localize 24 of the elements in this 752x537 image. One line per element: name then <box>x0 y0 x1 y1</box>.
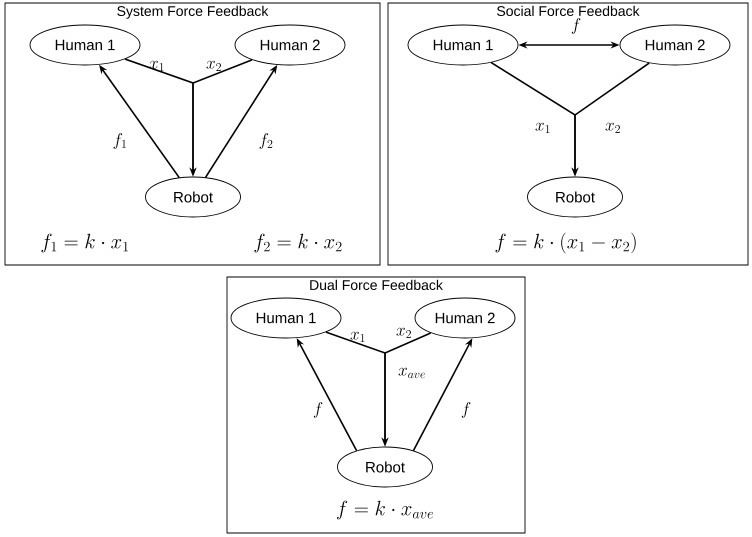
edge-label: $f$ <box>462 402 470 418</box>
edge-label: $f_2$ <box>260 133 272 149</box>
edge-label: $x_1$ <box>350 332 365 342</box>
edge-label: $f_1$ <box>114 133 126 149</box>
ellipse-node: Robot <box>337 446 433 488</box>
edge-label: $x_1$ <box>536 122 550 133</box>
variable-label: $x_{ave}$ <box>398 368 425 378</box>
formula: $f = k \cdot (x_1 - x_2)$ <box>496 232 636 254</box>
edge-label: $x_2$ <box>396 328 411 338</box>
formula: $f_2 = k \cdot x_2$ <box>254 234 342 252</box>
ellipse-node: Human 1 <box>230 298 342 338</box>
ellipse-node: Human 1 <box>30 24 140 66</box>
edge-label: $f$ <box>572 18 580 34</box>
edge-label: $f$ <box>314 402 322 418</box>
formula: $f = k \cdot x_{ave}$ <box>336 500 434 520</box>
ellipse-node: Human 2 <box>620 24 730 66</box>
ellipse-node: Robot <box>145 176 241 218</box>
ellipse-node: Human 2 <box>234 24 346 66</box>
edge-label: $x_2$ <box>206 60 221 71</box>
ellipse-node: Human 2 <box>414 298 516 338</box>
ellipse-node: Robot <box>527 176 623 218</box>
formula: $f_1 = k \cdot x_1$ <box>41 234 128 252</box>
edge-label: $x_2$ <box>606 122 620 133</box>
ellipse-node: Human 1 <box>408 24 518 66</box>
